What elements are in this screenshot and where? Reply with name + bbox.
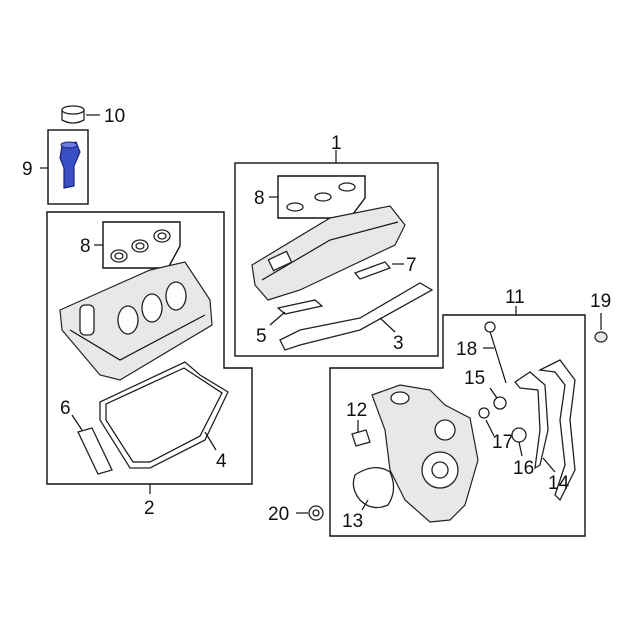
part-10-oil-cap[interactable]	[61, 105, 85, 124]
leader-4	[204, 431, 217, 451]
callout-9: 9	[22, 159, 33, 180]
part-13-gasket[interactable]	[352, 467, 395, 509]
callout-7: 7	[406, 255, 417, 276]
seal-kit-box-left	[102, 221, 181, 269]
callout-10: 10	[104, 106, 125, 127]
part-7-gasket[interactable]	[353, 261, 392, 280]
part-20-washer[interactable]	[308, 505, 324, 521]
leader-17	[485, 419, 495, 437]
callout-19: 19	[590, 291, 611, 312]
callout-16: 16	[513, 458, 534, 479]
leader-13	[361, 499, 369, 511]
callout-15: 15	[464, 368, 485, 389]
leader-14	[542, 457, 556, 473]
part-16-plug[interactable]	[511, 427, 527, 443]
callout-17: 17	[492, 432, 513, 453]
part-14-timing-cover-gaskets[interactable]	[514, 359, 576, 502]
part-3-valve-cover-gasket-right[interactable]	[279, 282, 434, 351]
callout-1: 1	[331, 133, 342, 154]
part-19-plug[interactable]	[594, 331, 608, 343]
leader-3	[379, 317, 396, 333]
callout-6: 6	[60, 398, 71, 419]
callout-12: 12	[346, 400, 367, 421]
leader-16	[518, 441, 523, 457]
part-9-filler-tube[interactable]	[59, 141, 81, 189]
leader-15	[489, 387, 498, 399]
part-9-box	[47, 129, 89, 205]
timing-cover[interactable]	[371, 384, 479, 523]
part-2-left-valve-cover[interactable]	[59, 261, 213, 381]
callout-18: 18	[456, 339, 477, 360]
callout-14: 14	[548, 473, 570, 494]
callout-11: 11	[505, 287, 525, 308]
part-18-guide-bolt[interactable]	[484, 321, 507, 384]
part-4-valve-cover-gasket-left[interactable]	[99, 361, 229, 469]
part-8-spark-plug-seals-left[interactable]	[110, 229, 171, 263]
callout-4: 4	[216, 451, 227, 472]
leader-5	[269, 311, 286, 326]
callout-13: 13	[342, 511, 363, 532]
callout-3: 3	[393, 333, 404, 354]
part-5-gasket[interactable]	[276, 299, 324, 315]
part-15-seal[interactable]	[493, 396, 507, 410]
part-12-gasket[interactable]	[351, 429, 371, 447]
part-17-o-ring[interactable]	[478, 407, 490, 419]
callout-2: 2	[144, 498, 155, 519]
part-1-right-valve-cover[interactable]	[251, 205, 406, 301]
callout-5: 5	[256, 326, 267, 347]
callout-8-right: 8	[254, 188, 265, 209]
part-6-gasket[interactable]	[77, 427, 113, 475]
seal-kit-box-right	[277, 175, 366, 219]
group-11-box	[329, 314, 586, 537]
leader-6	[71, 414, 83, 431]
part-8-spark-plug-seals-right[interactable]	[286, 182, 356, 212]
callout-20: 20	[268, 504, 289, 525]
callout-8-left: 8	[80, 236, 91, 257]
group-2-box	[46, 211, 253, 485]
